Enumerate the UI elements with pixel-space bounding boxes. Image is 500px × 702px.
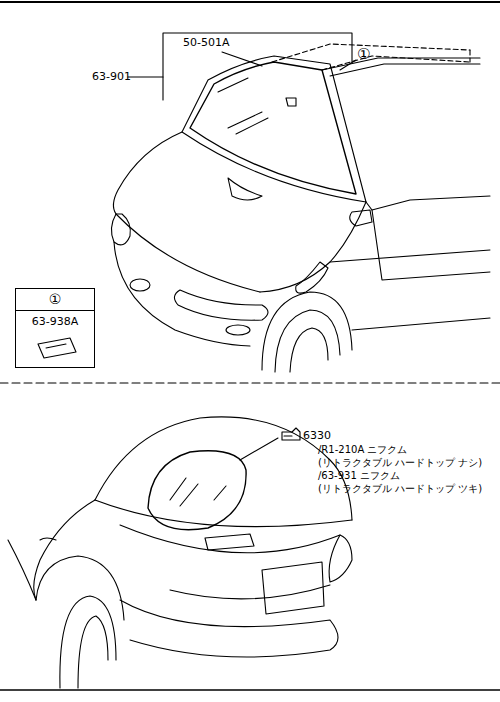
windshield-frame — [182, 56, 366, 202]
roof-rail — [330, 64, 480, 76]
glass-reflection — [218, 78, 248, 92]
note-text: /63-931 ニフクム — [318, 470, 400, 482]
glass-reflection — [170, 478, 226, 506]
deck-line — [95, 500, 352, 527]
leader-line — [240, 438, 278, 460]
body-side — [8, 540, 36, 600]
callout-box: ①63-938A — [15, 288, 95, 368]
tail-lamp — [329, 535, 352, 582]
reference-pointer — [282, 428, 300, 440]
callout-number: ① — [16, 289, 94, 311]
headlight — [111, 214, 130, 245]
wheel-arch — [36, 556, 124, 620]
door-handle — [40, 538, 56, 540]
soft-top — [95, 417, 352, 520]
part-number: 63-938A — [16, 311, 94, 332]
hood-bulge — [228, 178, 262, 200]
part-number: 63-901 — [92, 70, 131, 83]
front-wheel — [275, 310, 340, 372]
trunk-edge — [120, 525, 340, 553]
note-text: (リトラクタブル ハードトップ ナシ) — [318, 457, 482, 469]
callout-number: ① — [357, 45, 370, 63]
note-text: /R1-210A ニフクム — [318, 444, 407, 456]
rear-quarter — [34, 500, 95, 600]
hood-outline — [113, 132, 182, 214]
glass-reflection — [228, 112, 268, 134]
front-bumper — [114, 242, 250, 346]
part-number: 6330 — [303, 429, 331, 442]
rear-bumper — [120, 600, 338, 657]
hood-outline — [116, 214, 260, 292]
grille — [174, 290, 268, 320]
mirror-mount — [286, 98, 296, 106]
windshield-glass — [190, 62, 356, 194]
brake-light — [205, 534, 254, 550]
door-line — [366, 196, 490, 210]
leader-line — [128, 76, 163, 77]
trunk-edge — [170, 585, 330, 599]
clip-part — [38, 338, 76, 358]
front-wheel — [290, 328, 328, 372]
rear-wheel — [78, 616, 108, 688]
frame-rule — [0, 1, 500, 3]
rear-wheel — [60, 596, 116, 688]
headlight — [296, 262, 328, 293]
hood-outline — [260, 202, 366, 292]
rear-window — [148, 451, 246, 530]
section-divider — [0, 382, 500, 383]
frame-rule — [0, 689, 500, 691]
sill-line — [352, 318, 490, 330]
part-number: 50-501A — [183, 36, 230, 49]
shoulder-line — [330, 250, 490, 262]
fog-lamp — [130, 279, 150, 291]
license-plate-area — [262, 562, 324, 614]
note-text: (リトラクタブル ハードトップ ツキ) — [318, 483, 482, 495]
fog-lamp — [226, 325, 250, 335]
door-line — [372, 210, 490, 280]
